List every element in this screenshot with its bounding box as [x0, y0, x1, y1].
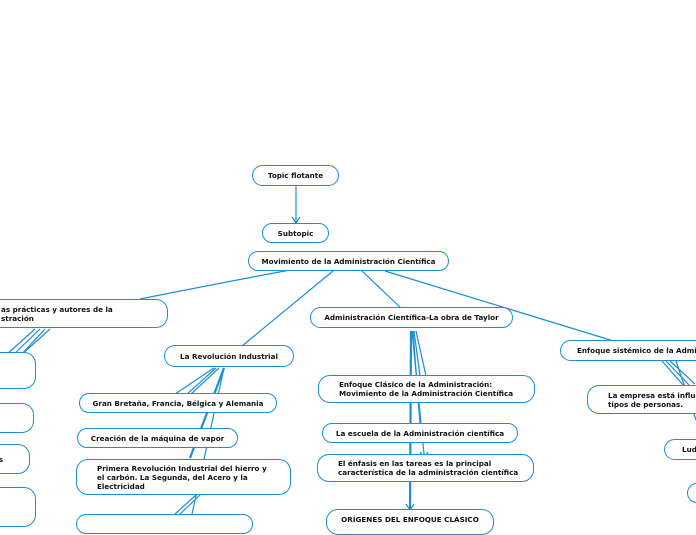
node-left-s[interactable]: s: [0, 444, 30, 474]
node-left-partial[interactable]: [0, 487, 36, 527]
node-topic-flotante[interactable]: Topic flotante: [252, 165, 339, 186]
connector-central-practicas: [139, 269, 291, 300]
connector-revolucion-gran-bretana: [189, 367, 220, 396]
connector-central-taylor: [361, 270, 403, 310]
node-ludv[interactable]: Ludv: [664, 439, 696, 460]
node-administracion-taylor[interactable]: Administración Científica-La obra de Tay…: [310, 307, 513, 328]
node-practicas-autores[interactable]: as prácticas y autores de la stración: [0, 299, 168, 328]
node-revolucion-partial[interactable]: [76, 514, 253, 534]
node-escuela-administracion[interactable]: La escuela de la Administración científi…: [322, 423, 518, 443]
node-enfoque-sistemico[interactable]: Enfoque sistémico de la Admin: [560, 340, 696, 361]
node-origenes-enfoque[interactable]: ORÍGENES DEL ENFOQUE CLÁSICO: [326, 509, 494, 535]
connector-revolucion-maquina: [174, 367, 215, 395]
connector-taylor-enfoque: [415, 330, 427, 377]
node-enfoque-clasico[interactable]: Enfoque Clásico de la Administración: Mo…: [318, 375, 535, 403]
connector-revolucion-lower: [174, 494, 197, 515]
connector-sistemico-empresa: [661, 360, 685, 387]
connector-practicas-child: [11, 328, 41, 357]
node-revolucion-industrial[interactable]: La Revolución Industrial: [164, 345, 294, 367]
connector-practicas-child: [5, 328, 36, 356]
connector-practicas-child: [19, 328, 51, 357]
connector-revolucion-lower: [179, 494, 201, 515]
node-subtopic[interactable]: Subtopic: [262, 223, 329, 243]
node-gran-bretana[interactable]: Gran Bretaña, Francia, Bélgica y Alemani…: [79, 393, 277, 413]
node-left-partial[interactable]: [0, 403, 34, 433]
connector-taylor-spine: [408, 330, 413, 511]
node-primera-revolucion[interactable]: Primera Revolución Industrial del hierro…: [76, 459, 291, 495]
connector-sistemico-empresa: [665, 360, 691, 387]
connector-taylor-enfoque: [413, 330, 421, 377]
node-enfasis-tareas[interactable]: El énfasis en las tareas es la principal…: [317, 454, 534, 482]
connector-revolucion-gran-bretana: [185, 367, 217, 396]
node-maquina-vapor[interactable]: Creación de la máquina de vapor: [77, 428, 238, 448]
node-empresa-influencia[interactable]: La empresa está influe tipos de personas…: [587, 385, 696, 414]
node-central-topic[interactable]: Movimiento de la Administración Científi…: [248, 251, 449, 271]
connector-central-revolucion: [241, 270, 334, 347]
connector-sistemico-empresa: [669, 360, 696, 385]
node-left-partial[interactable]: [0, 352, 36, 389]
